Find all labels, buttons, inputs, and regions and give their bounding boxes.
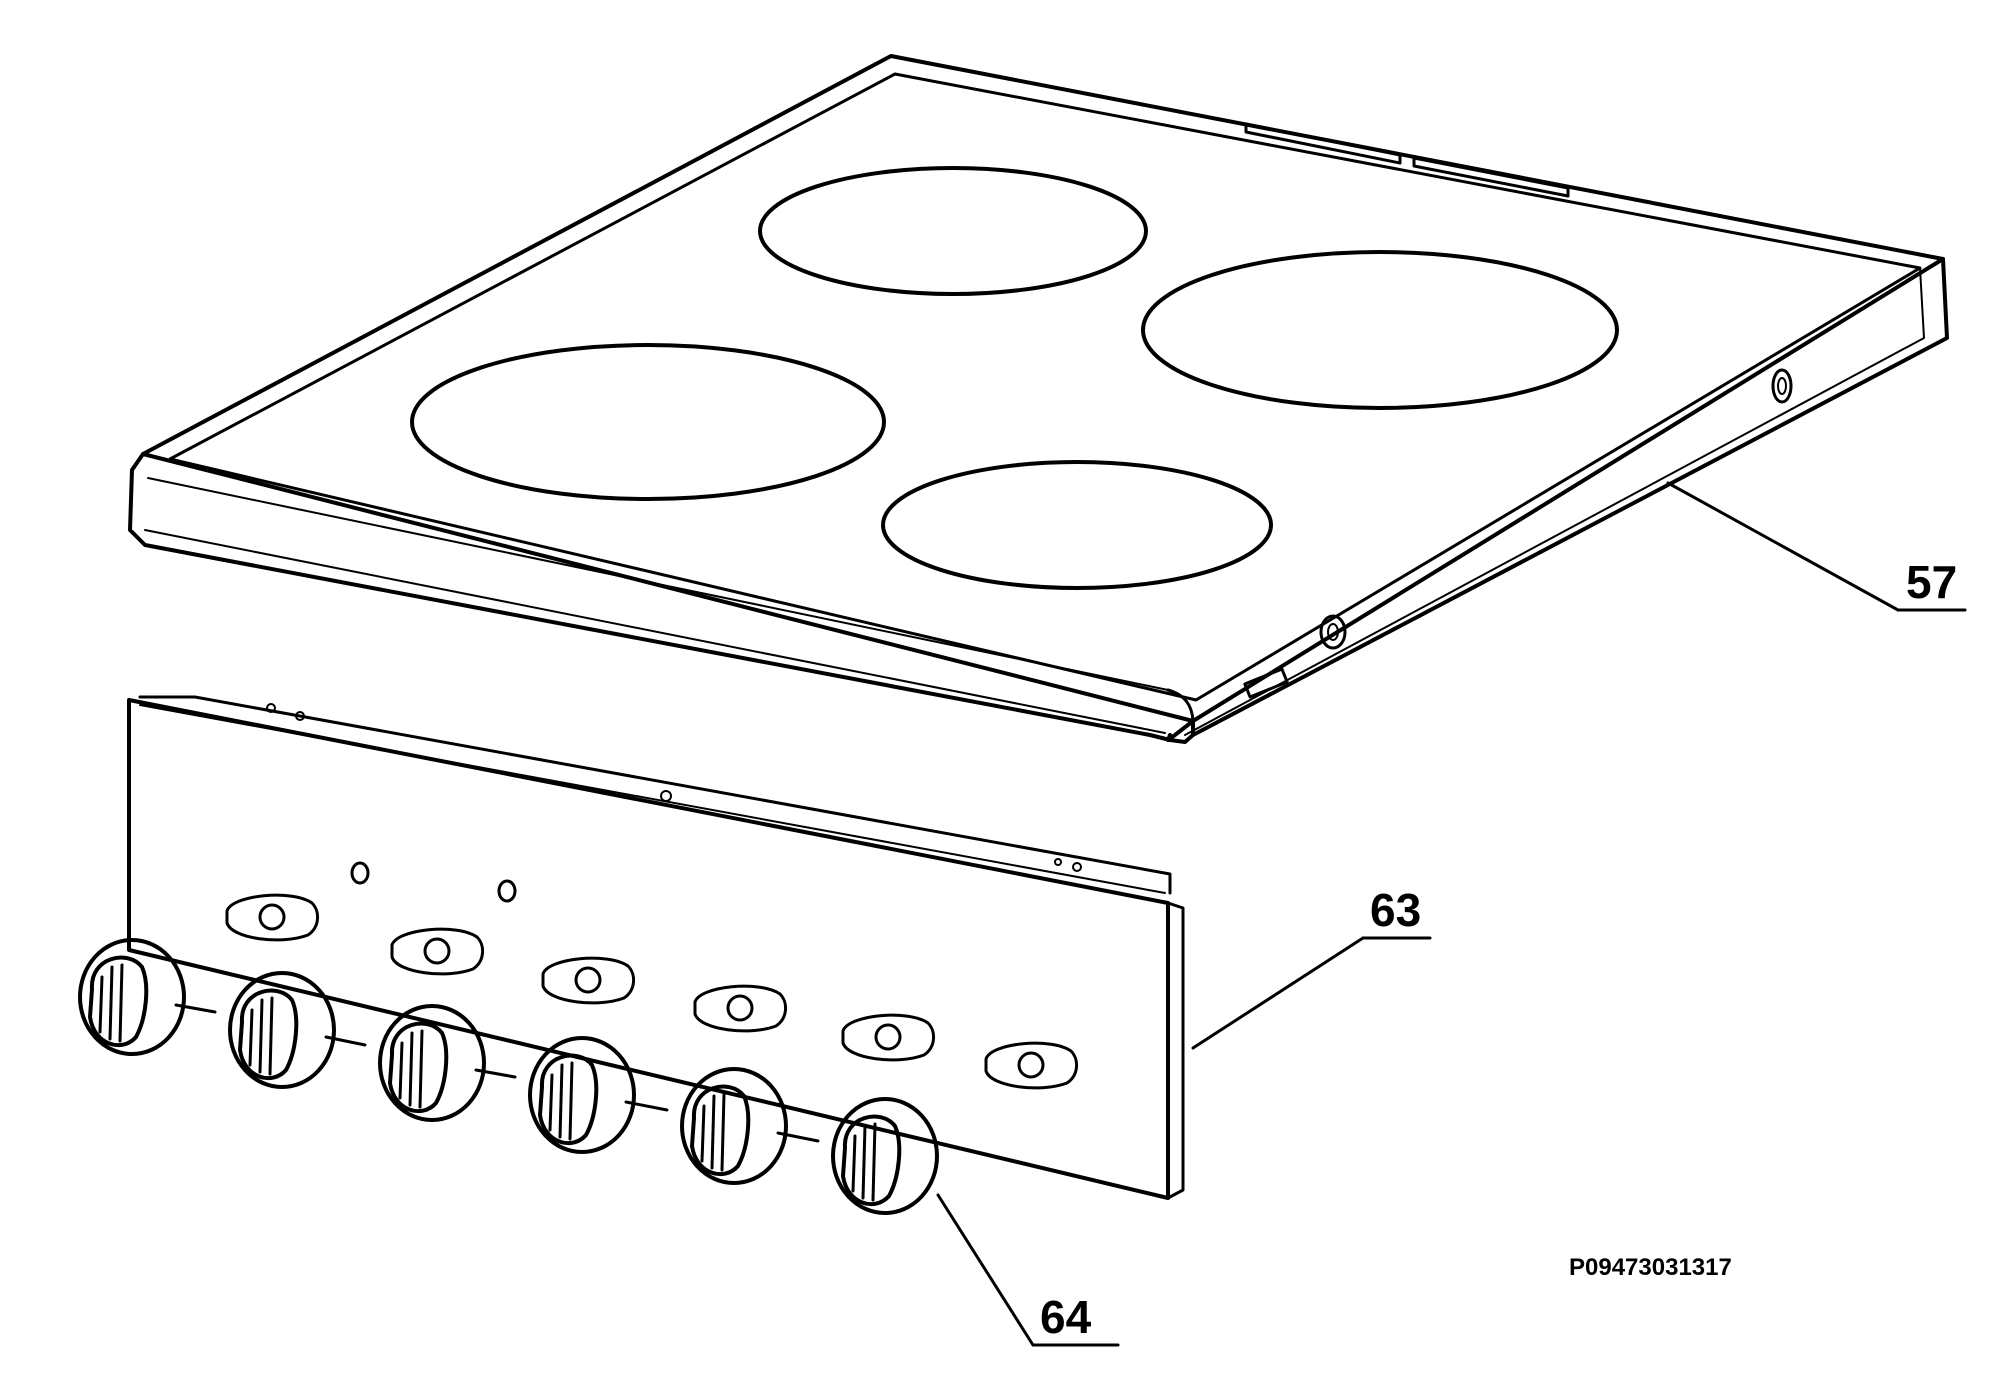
control-knobs xyxy=(78,938,939,1215)
control-knob xyxy=(528,1036,636,1154)
switch-mount xyxy=(841,1013,935,1062)
callout-57: 57 xyxy=(1666,481,1967,612)
callout-64: 64 xyxy=(936,1193,1120,1347)
switch-mount xyxy=(390,927,484,976)
switch-mount xyxy=(541,956,635,1005)
callout-63: 63 xyxy=(1191,884,1432,1050)
cooktop xyxy=(128,54,1949,744)
switch-mount xyxy=(693,984,787,1033)
cooking-zone-rear-left xyxy=(758,166,1148,296)
control-panel xyxy=(127,695,1185,1200)
cooktop-front-right-corner xyxy=(1166,719,1195,744)
side-mount-hole xyxy=(1771,368,1793,404)
drawing-id: P09473031317 xyxy=(1569,1254,1732,1281)
side-slot xyxy=(1243,667,1289,699)
indicator-lamp xyxy=(350,861,370,885)
control-knob xyxy=(228,971,336,1089)
indicator-lamp xyxy=(497,879,517,903)
cooktop-inner-frame xyxy=(168,72,1922,702)
callout-63-label: 63 xyxy=(1370,884,1421,936)
rear-vent-slots xyxy=(1244,122,1570,198)
side-mount-hole xyxy=(1319,614,1347,650)
cooktop-front-edge xyxy=(128,452,1172,742)
control-knob xyxy=(378,1004,486,1122)
cooking-zone-rear-right xyxy=(1141,250,1619,410)
switch-mount xyxy=(225,893,319,942)
switch-mounts xyxy=(225,893,1078,1090)
control-knob xyxy=(78,938,186,1056)
switch-mount xyxy=(984,1041,1078,1090)
control-panel-face xyxy=(127,698,1170,1200)
control-knob xyxy=(680,1067,788,1185)
cooking-zone-front-left xyxy=(410,343,886,501)
cooking-zone-front-right xyxy=(881,460,1273,590)
control-panel-top-flange xyxy=(138,695,1172,895)
cooktop-outer-frame xyxy=(141,54,1945,723)
cooktop-right-side xyxy=(1191,257,1949,737)
callout-57-label: 57 xyxy=(1906,556,1957,608)
control-knob xyxy=(831,1097,939,1215)
callout-64-label: 64 xyxy=(1040,1291,1092,1343)
